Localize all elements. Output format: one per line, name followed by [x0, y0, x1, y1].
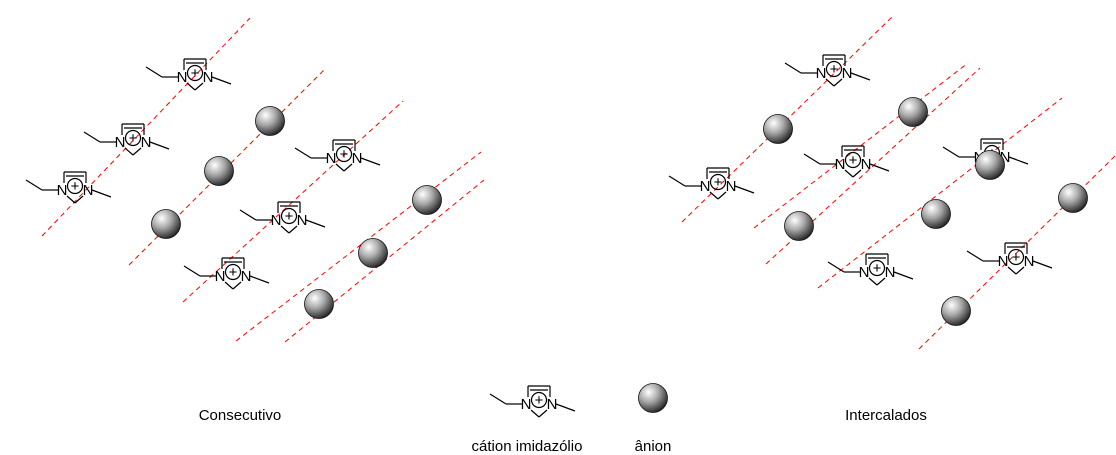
- anion-sphere: [412, 185, 442, 215]
- nitrogen-atom: N: [271, 212, 282, 229]
- anion-sphere: [921, 199, 951, 229]
- anion-sphere: [151, 209, 181, 239]
- nitrogen-atom: N: [547, 396, 558, 413]
- nitrogen-atom: N: [726, 178, 737, 195]
- charge-circle: [335, 145, 353, 163]
- nitrogen-atom: N: [816, 65, 827, 82]
- charge-plus: +: [340, 146, 349, 163]
- charge-plus: +: [849, 152, 858, 169]
- legend-anion-label: ânion: [635, 438, 672, 455]
- nitrogen-atom: N: [998, 253, 1009, 270]
- charge-plus: +: [285, 208, 294, 225]
- nitrogen-atom: N: [326, 150, 337, 167]
- charge-plus: +: [1012, 249, 1021, 266]
- anion-sphere: [941, 296, 971, 326]
- charge-circle: [124, 129, 142, 147]
- nitrogen-atom: N: [297, 212, 308, 229]
- charge-circle: [825, 60, 843, 78]
- legend-cation-label: cátion imidazólio: [472, 438, 583, 455]
- nitrogen-atom: N: [57, 182, 68, 199]
- charge-plus: +: [191, 65, 200, 82]
- nitrogen-atom: N: [842, 65, 853, 82]
- nitrogen-atom: N: [83, 182, 94, 199]
- charge-plus: +: [714, 174, 723, 191]
- charge-circle: [709, 173, 727, 191]
- charge-circle: [868, 259, 886, 277]
- nitrogen-atom: N: [1000, 149, 1011, 166]
- legend-anion: [638, 383, 668, 413]
- nitrogen-atom: N: [215, 268, 226, 285]
- charge-plus: +: [873, 260, 882, 277]
- guide-line: [41, 17, 251, 237]
- charge-circle: [66, 177, 84, 195]
- anion-sphere: [204, 156, 234, 186]
- nitrogen-atom: N: [521, 396, 532, 413]
- nitrogen-atom: N: [115, 134, 126, 151]
- charge-plus: +: [129, 130, 138, 147]
- nitrogen-atom: N: [177, 69, 188, 86]
- anion-sphere: [784, 211, 814, 241]
- guide-line: [235, 151, 482, 342]
- anion-sphere: [975, 150, 1005, 180]
- charge-circle: [1007, 248, 1025, 266]
- label-consecutive: Consecutivo: [199, 407, 282, 424]
- anion-sphere: [255, 106, 285, 136]
- nitrogen-atom: N: [885, 264, 896, 281]
- anion-sphere: [358, 238, 388, 268]
- charge-plus: +: [830, 61, 839, 78]
- nitrogen-atom: N: [835, 156, 846, 173]
- charge-circle: [280, 207, 298, 225]
- anion-sphere: [304, 289, 334, 319]
- charge-circle: [530, 391, 548, 409]
- nitrogen-atom: N: [700, 178, 711, 195]
- nitrogen-atom: N: [352, 150, 363, 167]
- anion-sphere: [1058, 183, 1088, 213]
- nitrogen-atom: N: [1024, 253, 1035, 270]
- anion-sphere: [898, 97, 928, 127]
- charge-plus: +: [229, 264, 238, 281]
- charge-circle: [224, 263, 242, 281]
- nitrogen-atom: N: [861, 156, 872, 173]
- molecules: +NN+NN+NN+NN+NN+NN+NN+NN+NN+NN+NN+NN+NN: [25, 54, 1088, 418]
- charge-circle: [844, 151, 862, 169]
- nitrogen-atom: N: [203, 69, 214, 86]
- charge-plus: +: [71, 178, 80, 195]
- nitrogen-atom: N: [859, 264, 870, 281]
- nitrogen-atom: N: [241, 268, 252, 285]
- charge-plus: +: [535, 392, 544, 409]
- charge-circle: [186, 64, 204, 82]
- anion-sphere: [763, 114, 793, 144]
- nitrogen-atom: N: [141, 134, 152, 151]
- guide-line: [817, 97, 1063, 289]
- label-intercalated: Intercalados: [845, 407, 927, 424]
